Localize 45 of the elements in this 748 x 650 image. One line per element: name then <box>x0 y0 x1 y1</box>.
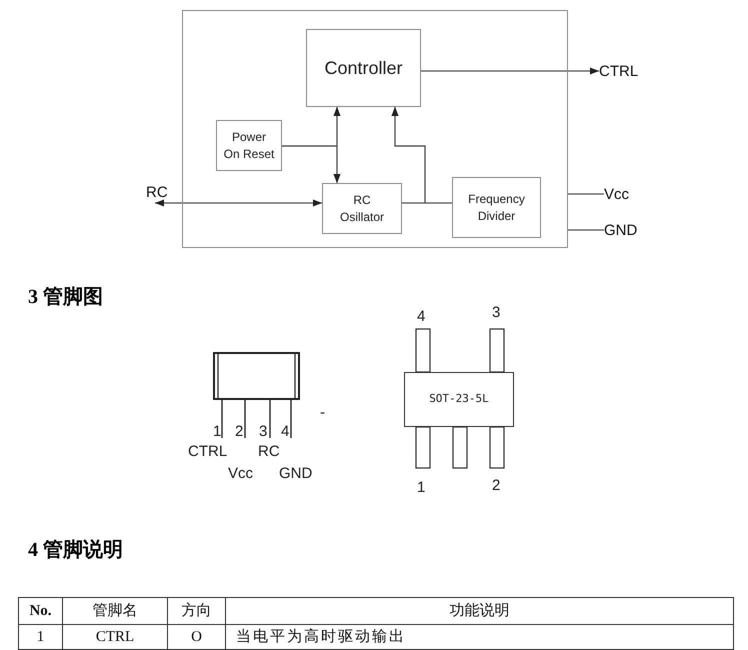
column-header: 管脚名 <box>63 598 168 625</box>
pin-name: Vcc <box>228 465 254 483</box>
pin-name: CTRL <box>63 625 168 650</box>
pin-number: 4 <box>281 423 290 441</box>
arrow <box>282 145 340 183</box>
signal-label: GND <box>604 221 642 240</box>
pin-direction: O <box>168 625 226 650</box>
pin-description: 当电平为高时驱动输出 <box>226 625 734 650</box>
pin-number: 3 <box>259 423 268 441</box>
column-header: No. <box>19 598 63 625</box>
column-header: 方向 <box>168 598 226 625</box>
process-box <box>216 120 282 171</box>
block-diagram-frame <box>182 10 568 248</box>
box-label: Controller <box>324 57 403 79</box>
dash-mark: - <box>320 404 325 422</box>
connector-line <box>568 193 604 195</box>
signal-label: CTRL <box>599 62 641 81</box>
pin-name: GND <box>279 465 312 483</box>
pin-number: 2 <box>492 477 500 495</box>
arrow <box>421 68 599 74</box>
chip-body <box>213 352 300 400</box>
section-heading: 3 管脚图 <box>28 285 103 310</box>
box-label: Frequency Divider <box>467 190 526 224</box>
process-box <box>306 29 421 107</box>
process-box <box>452 177 541 238</box>
pin-number: 2 <box>235 423 244 441</box>
process-box <box>322 183 402 234</box>
box-label: SOT-23-5L <box>429 391 489 408</box>
pin-number: 1 <box>19 625 63 650</box>
box-label: Power On Reset <box>223 128 275 162</box>
connector-line <box>568 229 604 231</box>
pin-name: CTRL <box>188 443 228 461</box>
pin-name: RC <box>258 443 280 461</box>
pin-number: 3 <box>492 304 500 322</box>
section-heading: 4 管脚说明 <box>28 538 123 563</box>
pin-number: 4 <box>417 308 426 326</box>
signal-label: Vcc <box>604 185 638 204</box>
pin-number: 1 <box>213 423 222 441</box>
box-label: RC Osillator <box>338 192 385 226</box>
column-header: 功能说明 <box>226 598 734 625</box>
arrow <box>392 107 452 204</box>
arrow <box>155 200 322 206</box>
signal-label: RC <box>146 183 170 203</box>
package-body <box>404 372 514 427</box>
pin-number: 1 <box>417 479 426 497</box>
